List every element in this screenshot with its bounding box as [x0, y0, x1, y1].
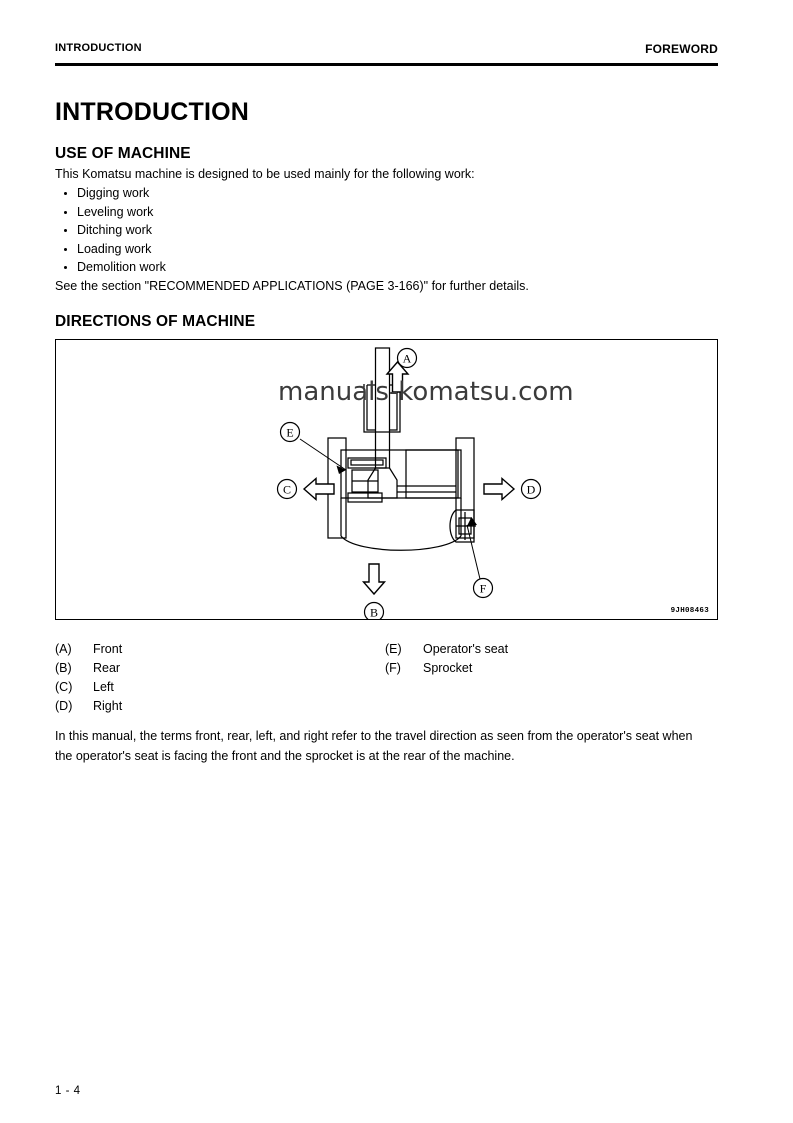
svg-text:B: B — [370, 606, 378, 620]
svg-text:E: E — [286, 426, 293, 440]
legend-label: Front — [93, 642, 123, 656]
list-item: Digging work — [60, 184, 166, 203]
callout-F: F — [472, 577, 494, 599]
use-of-machine-list: Digging work Leveling work Ditching work… — [60, 184, 166, 277]
bullet-dot-icon — [64, 229, 67, 233]
legend-tag: (B) — [55, 661, 72, 675]
legend-label: Rear — [93, 661, 121, 675]
figure-reference-code: 9JH08463 — [670, 607, 709, 615]
section-heading-directions-of-machine: DIRECTIONS OF MACHINE — [55, 313, 256, 330]
legend-tag: (C) — [55, 680, 73, 694]
use-of-machine-see-also: See the section "RECOMMENDED APPLICATION… — [55, 279, 529, 293]
header-left-label: INTRODUCTION — [55, 42, 142, 54]
legend-item: (B) Rear — [55, 659, 122, 678]
header-right-label: FOREWORD — [645, 42, 718, 56]
arrow-front — [385, 360, 410, 393]
page-title: INTRODUCTION — [55, 98, 250, 126]
callout-C: C — [276, 478, 298, 500]
directions-closing-paragraph: In this manual, the terms front, rear, l… — [55, 726, 720, 766]
callout-E: E — [279, 421, 301, 443]
use-of-machine-intro: This Komatsu machine is designed to be u… — [55, 167, 475, 181]
list-item-label: Leveling work — [77, 204, 154, 219]
svg-text:D: D — [527, 483, 536, 497]
list-item: Loading work — [60, 240, 166, 259]
legend-label: Sprocket — [423, 661, 473, 675]
section-heading-use-of-machine: USE OF MACHINE — [55, 145, 191, 162]
list-item: Ditching work — [60, 221, 166, 240]
svg-text:C: C — [283, 483, 291, 497]
legend-tag: (E) — [385, 642, 402, 656]
legend-item: (D) Right — [55, 697, 122, 716]
list-item-label: Loading work — [77, 241, 152, 256]
legend-tag: (D) — [55, 699, 73, 713]
legend-item: (E) Operator's seat — [385, 640, 508, 659]
legend-label: Left — [93, 680, 114, 694]
list-item-label: Demolition work — [77, 260, 166, 275]
bullet-dot-icon — [64, 247, 67, 251]
list-item: Leveling work — [60, 203, 166, 222]
list-item-label: Ditching work — [77, 223, 153, 238]
header-divider — [55, 63, 718, 66]
page-number: 1 - 4 — [55, 1085, 81, 1097]
legend-column-left: (A) Front (B) Rear (C) Left (D) Right — [55, 640, 122, 716]
callout-B: B — [363, 601, 385, 620]
legend-tag: (F) — [385, 661, 401, 675]
svg-text:F: F — [480, 582, 487, 596]
svg-text:A: A — [403, 352, 412, 366]
site-watermark: manuals-komatsu.com — [278, 377, 574, 407]
bullet-dot-icon — [64, 192, 67, 195]
running-header: INTRODUCTION FOREWORD — [55, 42, 718, 64]
legend-item: (C) Left — [55, 678, 122, 697]
list-item-label: Digging work — [77, 186, 150, 200]
bullet-dot-icon — [64, 266, 67, 270]
arrow-rear — [361, 563, 387, 596]
figure-legend: (A) Front (B) Rear (C) Left (D) Right (E) Ope… — [55, 640, 718, 718]
arrow-left — [302, 476, 335, 502]
legend-item: (F) Sprocket — [385, 659, 508, 678]
legend-column-right: (E) Operator's seat (F) Sprocket — [385, 640, 508, 678]
callout-D: D — [520, 478, 542, 500]
bullet-dot-icon — [64, 210, 67, 214]
closing-line-1: In this manual, the terms front, rear, l… — [55, 729, 693, 743]
machine-directions-figure: A B C D E F manuals-komatsu. — [55, 339, 718, 620]
arrow-right — [483, 476, 516, 502]
callout-A: A — [396, 347, 418, 369]
legend-item: (A) Front — [55, 640, 122, 659]
list-item: Demolition work — [60, 258, 166, 277]
legend-label: Right — [93, 699, 123, 713]
legend-tag: (A) — [55, 642, 72, 656]
legend-label: Operator's seat — [423, 642, 509, 656]
excavator-top-view-diagram: A B C D E F — [276, 347, 542, 620]
closing-line-2: the operator's seat is facing the front … — [55, 749, 515, 763]
